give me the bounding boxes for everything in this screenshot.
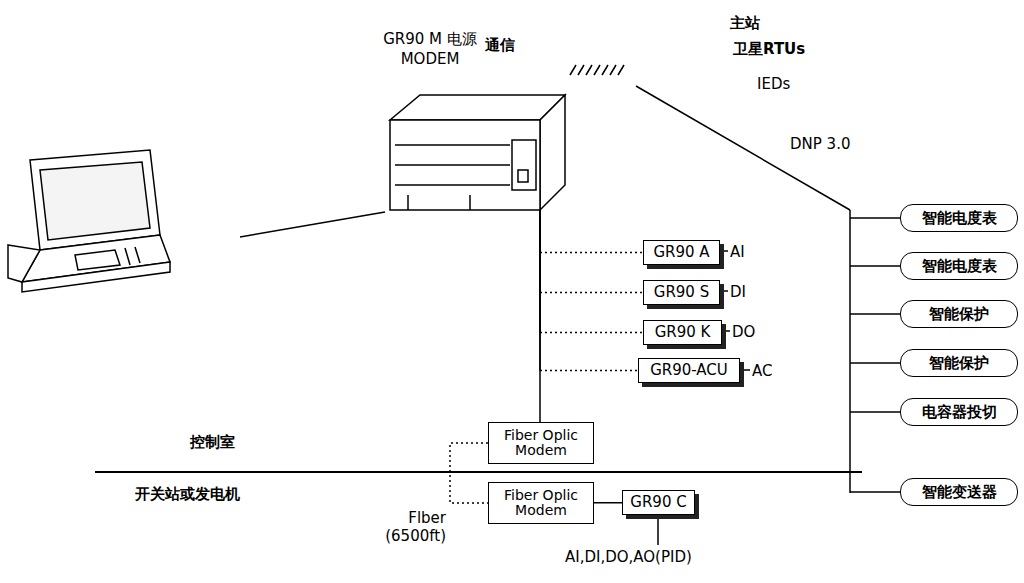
modem-unit: GR90 M 电源 MODEM xyxy=(380,30,490,215)
connector xyxy=(540,210,638,371)
node-text: 智能电度表 xyxy=(922,210,997,227)
connector xyxy=(540,210,541,422)
laptop-illustration xyxy=(8,150,170,292)
node-text: GR90 K xyxy=(655,324,711,341)
connector-segment xyxy=(539,210,541,422)
text-label: AI xyxy=(730,243,745,261)
text-label: 控制室 xyxy=(190,433,235,452)
node-text: 电容器投切 xyxy=(922,404,997,421)
node-text: 智能电度表 xyxy=(922,258,997,275)
edge-label: Flber (6500ft) xyxy=(384,509,446,545)
connector xyxy=(450,443,488,503)
text-label: 卫星RTUs xyxy=(733,40,805,59)
node-text: GR90 C xyxy=(630,494,686,511)
device-box: 智能保护 xyxy=(900,300,1018,328)
node-text: 智能保护 xyxy=(929,306,989,323)
device-box: 智能电度表 xyxy=(900,204,1018,232)
device-box: 电容器投切 xyxy=(900,398,1018,426)
module-box: GR90 C xyxy=(622,490,695,515)
connector-segment xyxy=(450,443,488,503)
modem-illustration xyxy=(390,95,565,210)
text-label: AI,DI,DO,AO(PID) xyxy=(565,548,692,566)
device-box: 智能变送器 xyxy=(900,478,1018,506)
text-label: AC xyxy=(752,362,772,380)
node-text: GR90 A xyxy=(653,244,709,261)
module-box: GR90 A xyxy=(643,240,720,265)
text-label: 开关站或发电机 xyxy=(135,485,240,504)
connector-segment xyxy=(540,292,643,294)
text-label: DO xyxy=(732,323,755,341)
comm-hatch xyxy=(570,65,624,75)
node-text: GR90 S xyxy=(654,284,709,301)
connector-segment xyxy=(540,332,643,334)
dnp-bus xyxy=(636,86,900,493)
node-text: GR90 M 电源 MODEM xyxy=(380,30,480,69)
module-box: GR90 K xyxy=(643,320,722,345)
device-box: 智能电度表 xyxy=(900,252,1018,280)
node-text: Fiber Oplic Modem xyxy=(495,428,587,457)
connector-segment xyxy=(540,370,638,372)
connector xyxy=(540,210,643,333)
node-text: GR90-ACU xyxy=(650,362,728,379)
fiber-modem: Fiber Oplic Modem xyxy=(488,482,594,524)
module-box: GR90-ACU xyxy=(638,358,740,383)
connector xyxy=(540,210,643,253)
text-label: DI xyxy=(730,283,746,301)
connector xyxy=(594,502,622,503)
device-box: 智能保护 xyxy=(900,349,1018,377)
text-label: 通信 xyxy=(485,36,515,55)
fiber-modem: Fiber Oplic Modem xyxy=(488,422,594,464)
text-label: IEDs xyxy=(757,75,790,93)
connector-segment xyxy=(540,252,643,254)
text-label: 主站 xyxy=(730,14,760,33)
connector-segment xyxy=(594,502,622,504)
node-text: Fiber Oplic Modem xyxy=(495,488,587,517)
connector xyxy=(540,210,643,293)
node-text: 智能保护 xyxy=(929,355,989,372)
module-box: GR90 S xyxy=(643,280,720,305)
divider-line xyxy=(95,471,862,473)
text-label: DNP 3.0 xyxy=(790,135,850,153)
node-text: 智能变送器 xyxy=(922,484,997,501)
